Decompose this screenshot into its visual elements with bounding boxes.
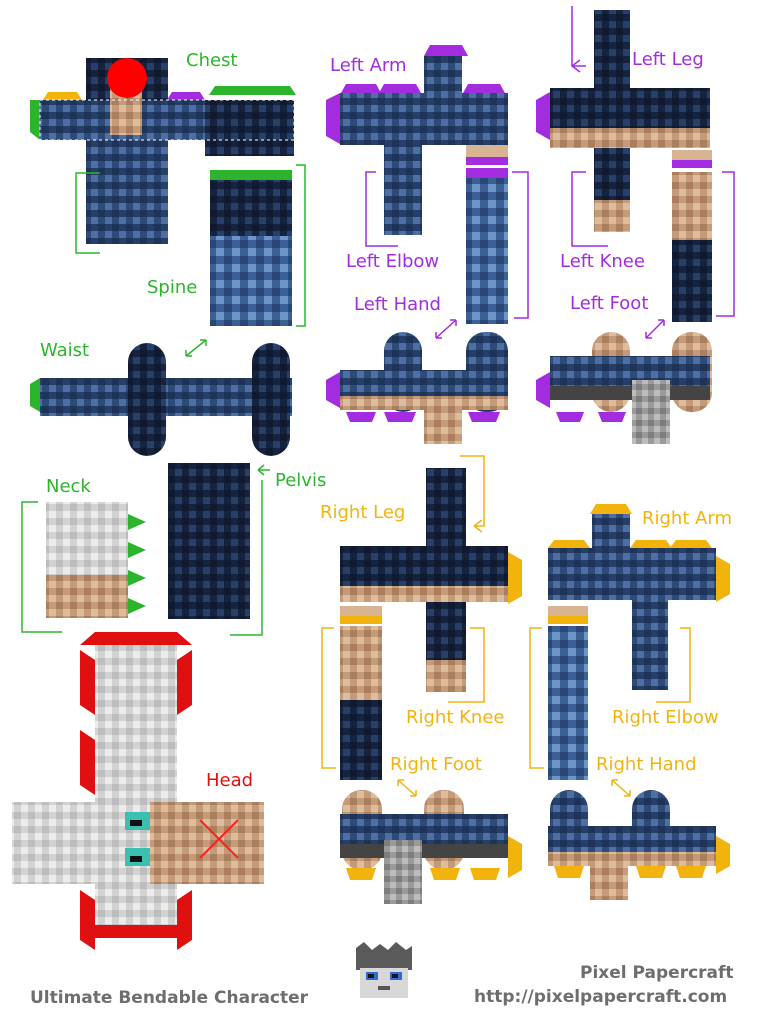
label-right-knee: Right Knee	[406, 707, 505, 728]
right-leg-piece	[340, 468, 522, 780]
character-face-logo-icon	[350, 940, 420, 1002]
label-right-arm: Right Arm	[642, 508, 733, 529]
footer-title: Ultimate Bendable Character	[30, 988, 309, 1008]
pelvis-piece	[168, 463, 250, 619]
waist-piece	[30, 343, 292, 456]
label-right-elbow: Right Elbow	[612, 707, 719, 728]
label-left-elbow: Left Elbow	[346, 251, 440, 272]
label-left-knee: Left Knee	[560, 251, 645, 272]
label-pelvis: Pelvis	[275, 470, 327, 491]
label-waist: Waist	[40, 340, 90, 361]
label-neck: Neck	[46, 476, 91, 497]
left-hand-piece	[326, 332, 508, 444]
spine-piece	[210, 170, 292, 326]
left-foot-piece	[536, 332, 712, 444]
label-chest: Chest	[186, 50, 238, 71]
label-left-foot: Left Foot	[570, 293, 649, 314]
left-arm-piece	[326, 45, 508, 324]
label-right-leg: Right Leg	[320, 502, 406, 523]
label-left-hand: Left Hand	[354, 294, 441, 315]
label-right-hand: Right Hand	[596, 754, 697, 775]
label-left-leg: Left Leg	[632, 49, 704, 70]
footer-url-link[interactable]: http://pixelpapercraft.com	[474, 987, 728, 1007]
left-leg-piece	[536, 10, 712, 322]
label-spine: Spine	[147, 277, 198, 298]
right-hand-piece	[548, 790, 730, 900]
footer-brand: Pixel Papercraft	[580, 963, 734, 983]
neck-piece	[46, 502, 146, 618]
chest-marker-dot	[107, 58, 147, 98]
head-piece	[12, 632, 264, 950]
label-left-arm: Left Arm	[330, 55, 407, 76]
label-head: Head	[206, 770, 254, 791]
label-right-foot: Right Foot	[390, 754, 482, 775]
right-arm-piece	[548, 504, 730, 780]
right-foot-piece	[340, 790, 522, 904]
chest-piece	[30, 58, 296, 244]
